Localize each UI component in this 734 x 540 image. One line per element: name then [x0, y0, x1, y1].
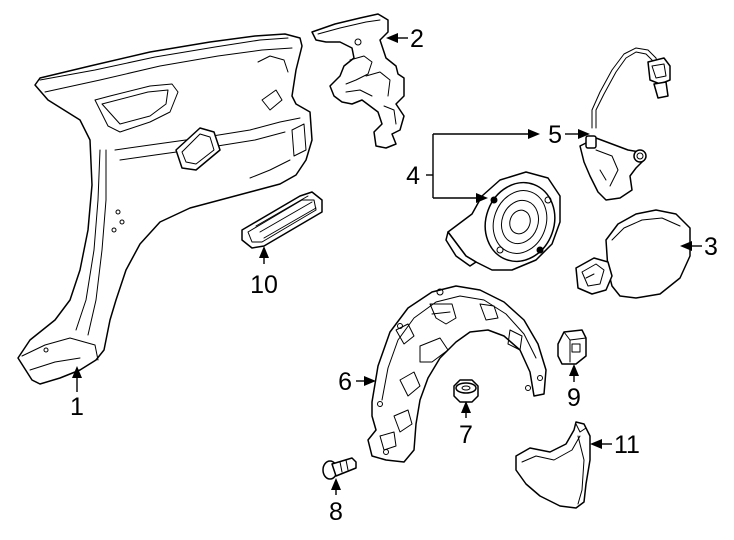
- callout-number-11: 11: [614, 431, 640, 459]
- callout-1: 1: [70, 366, 84, 421]
- arrowhead-2: [386, 33, 398, 43]
- arrowhead-10: [259, 246, 269, 258]
- callout-number-5: 5: [548, 121, 562, 149]
- callout-number-2: 2: [410, 25, 424, 53]
- arrowhead-4b: [476, 193, 488, 203]
- callout-number-1: 1: [70, 393, 84, 421]
- part-clip[interactable]: [557, 329, 587, 365]
- arrowhead-11: [590, 439, 602, 449]
- callout-10: 10: [250, 246, 278, 299]
- callout-number-8: 8: [329, 498, 343, 526]
- callout-number-4: 4: [406, 162, 420, 190]
- part-bracket[interactable]: [311, 13, 405, 149]
- arrowhead-3: [680, 241, 692, 251]
- arrowhead-8: [331, 478, 341, 490]
- callout-number-7: 7: [459, 421, 473, 449]
- arrowhead-7: [461, 401, 471, 413]
- callout-4: 4: [406, 129, 540, 203]
- arrowhead-5: [578, 129, 590, 139]
- part-mud-guard[interactable]: [515, 421, 591, 509]
- part-quarter-panel[interactable]: [17, 33, 313, 385]
- callout-9: 9: [567, 364, 581, 412]
- arrowhead-1: [72, 366, 82, 378]
- part-fuel-door-housing[interactable]: [445, 171, 566, 271]
- callout-number-9: 9: [567, 384, 581, 412]
- part-push-pin[interactable]: [322, 457, 357, 480]
- part-fuel-door[interactable]: [575, 209, 691, 299]
- part-fuel-door-actuator[interactable]: [579, 47, 671, 201]
- callout-number-10: 10: [250, 271, 278, 299]
- arrowhead-4a: [528, 129, 540, 139]
- callout-6: 6: [338, 368, 376, 396]
- arrowhead-6: [364, 376, 376, 386]
- callout-11: 11: [590, 431, 640, 459]
- callout-5: 5: [548, 121, 590, 149]
- part-trim-pad[interactable]: [241, 191, 323, 249]
- callout-7: 7: [459, 401, 473, 449]
- callout-number-6: 6: [338, 368, 352, 396]
- callout-2: 2: [386, 25, 424, 53]
- callout-number-3: 3: [704, 233, 718, 261]
- part-wheelhouse-liner[interactable]: [367, 285, 547, 463]
- part-nut[interactable]: [453, 379, 479, 403]
- callout-3: 3: [680, 233, 718, 261]
- arrowhead-9: [569, 364, 579, 376]
- callout-8: 8: [329, 478, 343, 526]
